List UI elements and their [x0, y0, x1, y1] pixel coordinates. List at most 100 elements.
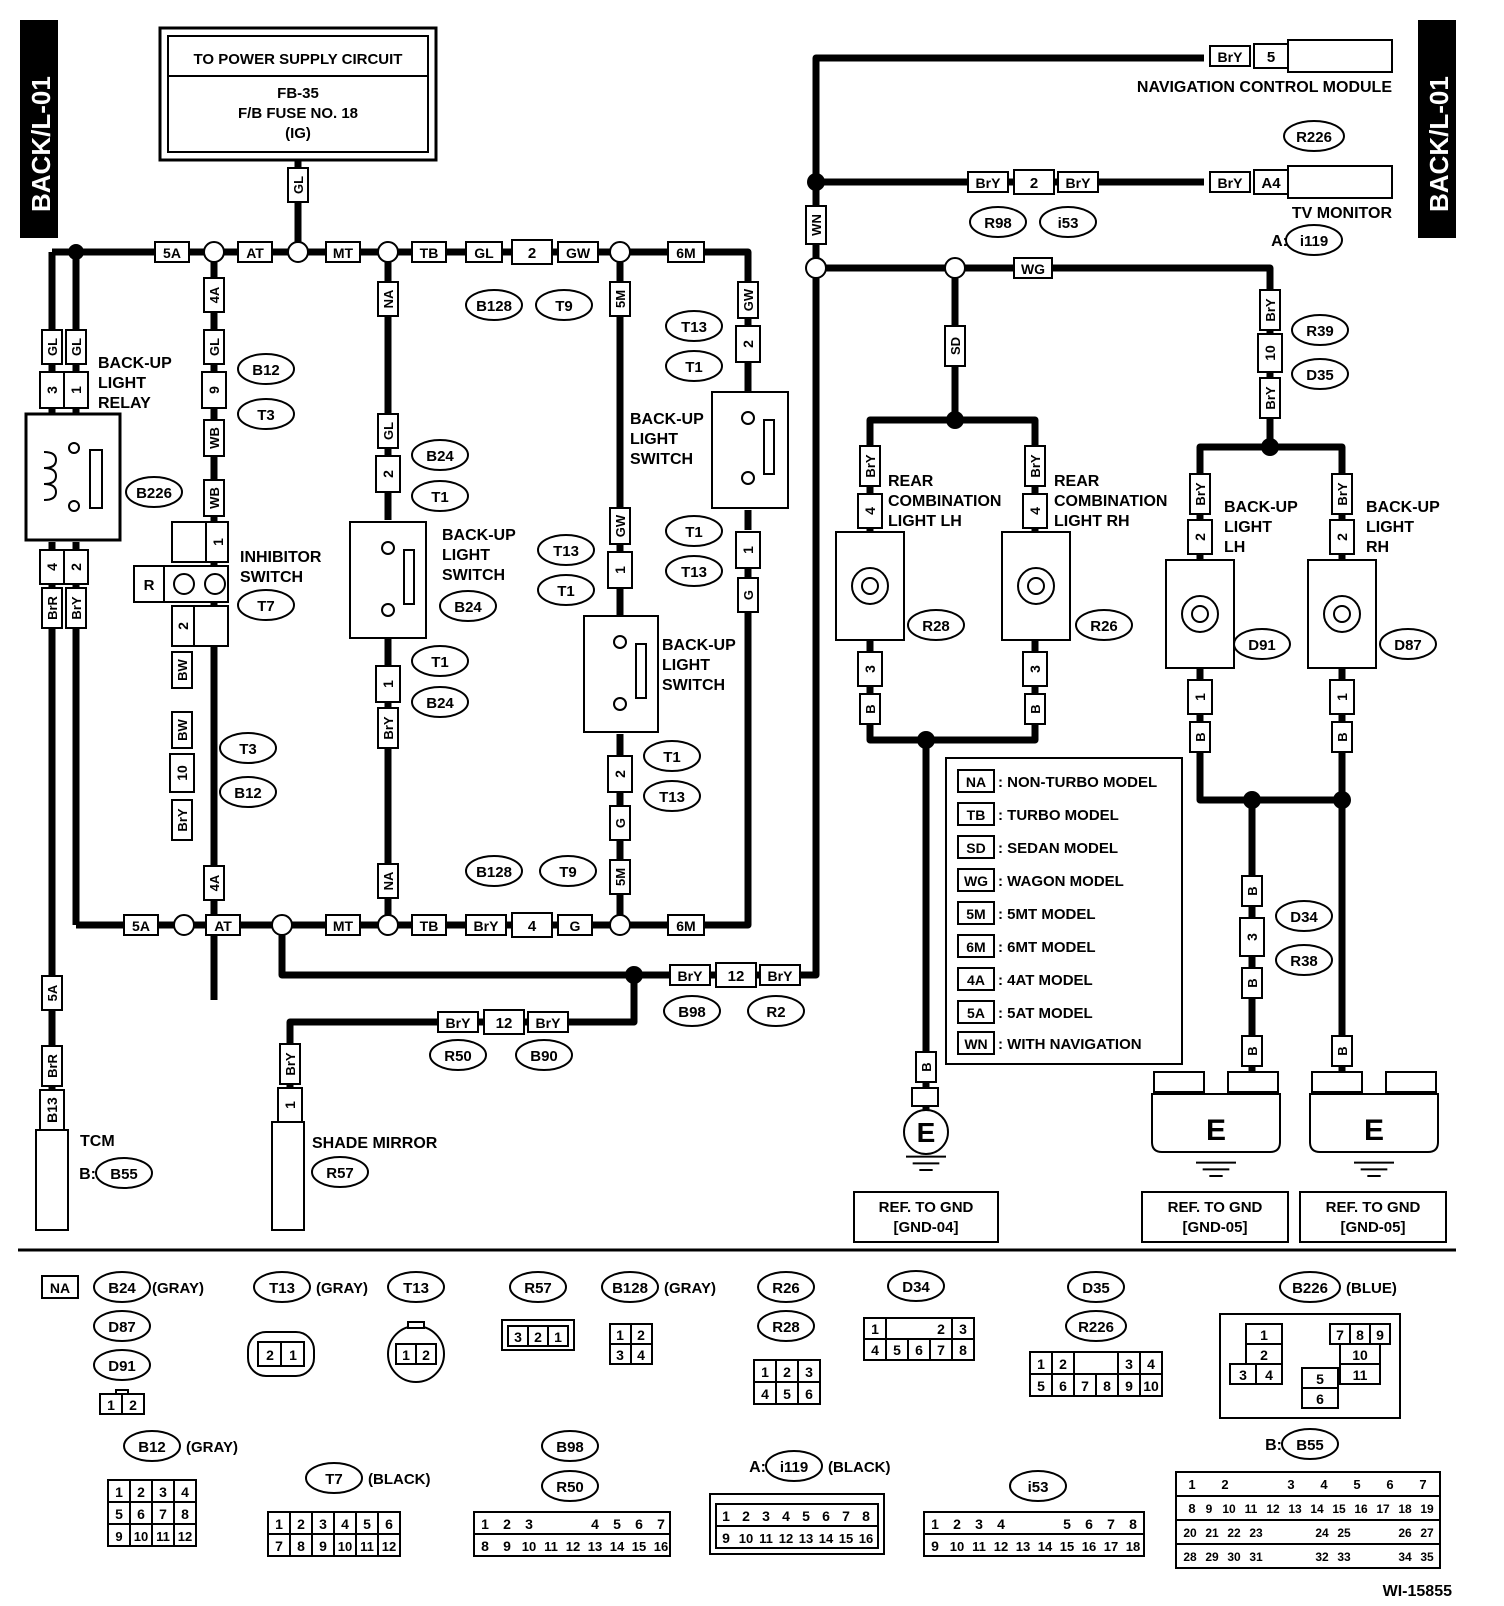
tv-monitor: TV MONITOR: [1287, 165, 1393, 222]
svg-text:18: 18: [1126, 1539, 1140, 1554]
pin-d91-1: 1: [1187, 679, 1213, 715]
pin-b24-1: 1: [375, 665, 401, 703]
svg-text:1: 1: [402, 1347, 410, 1363]
svg-text:B226: B226: [1292, 1280, 1328, 1297]
svg-text:(GRAY): (GRAY): [664, 1280, 716, 1297]
svg-text:6: 6: [1059, 1378, 1067, 1394]
svg-text:LIGHT LH: LIGHT LH: [888, 513, 962, 530]
svg-text:[GND-05]: [GND-05]: [1340, 1219, 1405, 1236]
svg-text:4: 4: [862, 507, 878, 515]
svg-text:19: 19: [1420, 1502, 1434, 1516]
svg-text:GW: GW: [613, 514, 628, 537]
svg-text:NA: NA: [381, 871, 396, 890]
legend-item-4a: 4A: 4AT MODEL: [957, 967, 1093, 991]
svg-text:MT: MT: [333, 245, 354, 261]
pin-nav-5: 5: [1253, 43, 1289, 69]
tag-6m-bottom: 6M: [667, 914, 705, 936]
svg-text:TV MONITOR: TV MONITOR: [1292, 205, 1393, 222]
wc-bry-relay: BrY: [65, 587, 87, 629]
svg-text:1: 1: [275, 1516, 283, 1532]
callout-r28: R28: [907, 609, 965, 641]
svg-text:D91: D91: [108, 1358, 136, 1375]
svg-text:16: 16: [859, 1531, 873, 1546]
svg-text:14: 14: [1038, 1539, 1053, 1554]
inhibitor-r: R: [144, 577, 155, 594]
tag-wn: WN: [805, 205, 827, 245]
legend: NA: NON-TURBO MODEL TB: TURBO MODEL SD: …: [945, 757, 1183, 1065]
side-tab-right-label: BACK/L-01: [1424, 76, 1454, 212]
svg-text:3: 3: [1287, 1477, 1294, 1492]
svg-text:BACK-UP: BACK-UP: [1224, 499, 1298, 516]
svg-text:T9: T9: [555, 298, 573, 315]
svg-text:8: 8: [1103, 1378, 1111, 1394]
pin-r50-12: 12: [483, 1009, 525, 1035]
callout-d87: D87: [1379, 628, 1437, 660]
svg-text:i53: i53: [1058, 215, 1079, 232]
svg-text:15: 15: [1060, 1539, 1074, 1554]
callout-b24-b: B24: [439, 590, 497, 622]
svg-text:10: 10: [1143, 1378, 1159, 1394]
svg-text:E: E: [1364, 1114, 1384, 1147]
svg-text:22: 22: [1227, 1526, 1241, 1540]
pin-b98-12: 12: [715, 962, 757, 988]
svg-text:NA: NA: [381, 289, 396, 308]
svg-text:5: 5: [1267, 49, 1275, 66]
callout-b90: B90: [515, 1039, 573, 1071]
power-box-header: TO POWER SUPPLY CIRCUIT: [194, 51, 403, 68]
svg-text:10: 10: [1262, 345, 1278, 361]
svg-text:B: B: [1245, 1046, 1260, 1055]
pin-t1-6m-1: 1: [735, 531, 761, 569]
svg-text:4: 4: [1147, 1356, 1155, 1372]
svg-text:9: 9: [503, 1538, 511, 1554]
svg-text:11: 11: [544, 1539, 558, 1554]
svg-text:[GND-05]: [GND-05]: [1182, 1219, 1247, 1236]
svg-text:T1: T1: [431, 654, 449, 671]
svg-text:10: 10: [1222, 1502, 1236, 1516]
svg-text:REAR: REAR: [888, 473, 934, 490]
svg-text:B13: B13: [44, 1097, 60, 1123]
svg-text:R98: R98: [984, 215, 1012, 232]
callout-t13-d: T13: [665, 555, 723, 587]
pin-b12-10: 10: [169, 753, 195, 793]
svg-text:7: 7: [842, 1508, 850, 1524]
svg-text:16: 16: [654, 1539, 668, 1554]
svg-text:1: 1: [1188, 1477, 1195, 1492]
svg-text:LH: LH: [1224, 539, 1245, 556]
svg-text:2: 2: [1030, 175, 1038, 192]
svg-text:D91: D91: [1248, 637, 1276, 654]
tag-5a-top: 5A: [154, 241, 190, 263]
tag-at-top: AT: [237, 241, 273, 263]
wc-bry-b128b: BrY: [465, 914, 507, 936]
svg-text:: 5AT MODEL: : 5AT MODEL: [998, 1005, 1093, 1022]
side-tab-left: BACK/L-01: [20, 20, 58, 238]
svg-text:R226: R226: [1296, 129, 1332, 146]
svg-text:3: 3: [616, 1347, 624, 1363]
wc-gw-5m: GW: [609, 507, 631, 545]
svg-text:T13: T13: [403, 1280, 429, 1297]
power-supply-box: TO POWER SUPPLY CIRCUIT FB-35 F/B FUSE N…: [158, 26, 438, 162]
callout-b55: B:B55: [79, 1157, 153, 1189]
svg-text:6M: 6M: [676, 245, 695, 261]
svg-text:4: 4: [341, 1516, 349, 1532]
svg-text:i53: i53: [1028, 1479, 1049, 1496]
svg-text:8: 8: [181, 1506, 189, 1522]
pin-d34-3: 3: [1239, 917, 1265, 957]
backup-switch-5m: BACK-UP LIGHT SWITCH: [583, 615, 736, 733]
wc-gw-b128: GW: [557, 241, 599, 263]
svg-text:R226: R226: [1078, 1319, 1114, 1336]
callout-b98: B98: [663, 995, 721, 1027]
svg-text:REF. TO GND: REF. TO GND: [1168, 1199, 1263, 1216]
callout-r26: R26: [1075, 609, 1133, 641]
svg-text:9: 9: [319, 1538, 327, 1554]
svg-text:4: 4: [1027, 507, 1043, 515]
svg-text:9: 9: [115, 1529, 122, 1544]
wc-wb-1: WB: [203, 419, 225, 457]
ground-gnd05a: E REF. TO GND [GND-05]: [1141, 1071, 1289, 1243]
backup-switch-6m: BACK-UP LIGHT SWITCH: [630, 391, 789, 509]
svg-text:B: B: [1335, 1046, 1350, 1055]
svg-text:(GRAY): (GRAY): [152, 1280, 204, 1297]
wc-bry-d87: BrY: [1331, 473, 1353, 515]
